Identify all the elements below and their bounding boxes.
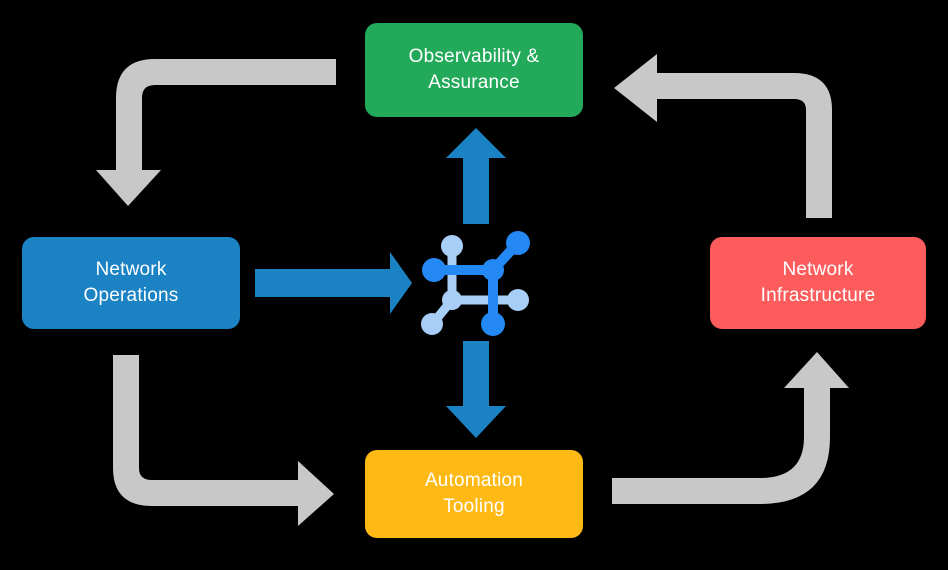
node-operations-label: Network Operations (83, 259, 179, 306)
network-node-light-bottomleft (421, 313, 443, 335)
arrow-automation-to-infrastructure (612, 352, 849, 504)
network-node-dark-hub (482, 259, 504, 281)
node-automation-label: Automation Tooling (424, 470, 524, 517)
node-observability-label: Observability & Assurance (408, 46, 540, 93)
arrow-infrastructure-to-observability (614, 54, 832, 218)
node-network-infrastructure[interactable]: Network Infrastructure (710, 237, 926, 329)
node-network-operations[interactable]: Network Operations (22, 237, 240, 329)
node-automation-tooling[interactable]: Automation Tooling (365, 450, 583, 538)
arrow-operations-to-center (255, 252, 412, 314)
node-infrastructure-label: Network Infrastructure (760, 259, 876, 306)
arrow-center-to-observability (446, 128, 506, 224)
node-observability-assurance[interactable]: Observability & Assurance (365, 23, 583, 117)
network-node-dark-topright (506, 231, 530, 255)
network-node-light-right (507, 289, 529, 311)
arrow-operations-to-automation (113, 355, 334, 526)
arrow-center-to-automation (446, 341, 506, 438)
network-node-dark-bottom (481, 312, 505, 336)
network-node-light-center (442, 290, 462, 310)
network-node-light-top (441, 235, 463, 257)
network-node-dark-left (422, 258, 446, 282)
arrow-observability-to-operations (96, 59, 336, 206)
network-topology-icon (421, 231, 530, 336)
